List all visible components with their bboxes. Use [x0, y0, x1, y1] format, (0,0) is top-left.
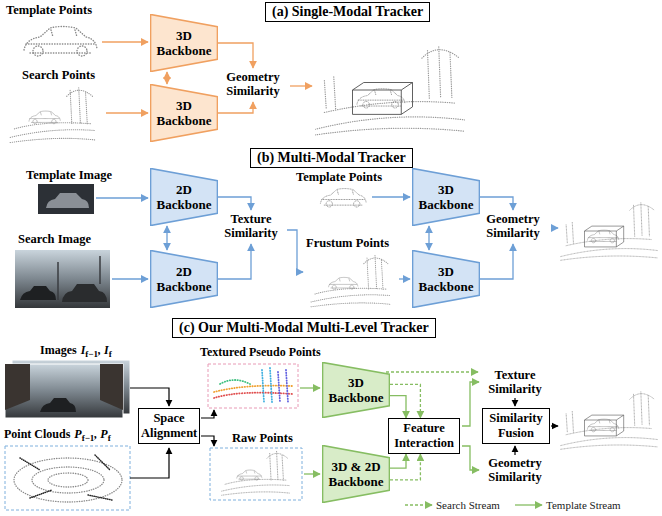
free-label: Template Points	[6, 3, 92, 17]
connector	[166, 226, 167, 250]
legend-text: Search Stream	[436, 498, 500, 512]
section-title: (a) Single-Modal Tracker	[265, 2, 430, 22]
label-text: , I	[98, 343, 109, 357]
free-label: Geometry Similarity	[218, 70, 288, 98]
subscript: f	[108, 433, 111, 443]
process-box: Feature Interaction	[388, 418, 460, 454]
backbone-label: 3D & 2D Backbone	[322, 445, 390, 503]
backbone-label: 2D Backbone	[150, 168, 218, 226]
connector	[166, 72, 167, 84]
connector	[390, 454, 406, 468]
math-label: Images If−1, If	[40, 342, 112, 362]
free-label: Search Image	[18, 232, 91, 246]
subscript: f−1	[85, 349, 98, 359]
backbone-label: 3D Backbone	[412, 168, 480, 226]
label-text: Images	[40, 343, 77, 357]
backbone-trapezoid: 2D Backbone	[150, 168, 218, 226]
node-text: (c) Our Multi-Modal Multi-Level Tracker	[179, 320, 429, 335]
section-title: (c) Our Multi-Modal Multi-Level Tracker	[172, 318, 436, 338]
node-text: (a) Single-Modal Tracker	[272, 4, 423, 19]
free-label: Raw Points	[232, 431, 293, 445]
backbone-label: 2D Backbone	[150, 250, 218, 308]
backbone-label: 3D Backbone	[322, 362, 390, 418]
node-text: 3D Backbone	[150, 28, 218, 58]
label-text: Point Clouds	[4, 427, 70, 441]
node-text: 2D Backbone	[150, 264, 218, 294]
connector	[390, 454, 420, 480]
label-text: I	[81, 343, 86, 357]
backbone-trapezoid: 3D Backbone	[150, 14, 218, 72]
node-text: 3D Backbone	[322, 375, 390, 405]
subscript: f	[109, 349, 112, 359]
free-label: Texture Similarity	[482, 368, 548, 396]
backbone-trapezoid: 3D Backbone	[150, 84, 218, 142]
label-text: , P	[94, 427, 107, 441]
free-label: Texture Similarity	[216, 212, 286, 240]
backbone-trapezoid: 2D Backbone	[150, 250, 218, 308]
free-label: Geometry Similarity	[482, 456, 548, 484]
subscript: f−1	[82, 433, 95, 443]
connector	[428, 226, 429, 250]
free-label: Geometry Similarity	[478, 212, 548, 240]
node-text: Space Alignment	[141, 411, 197, 441]
backbone-trapezoid: 3D Backbone	[322, 362, 390, 418]
backbone-trapezoid: 3D Backbone	[412, 250, 480, 308]
process-box: Similarity Fusion	[482, 408, 550, 444]
free-label: Frustum Points	[306, 236, 389, 250]
free-label: Template Points	[296, 170, 382, 184]
connector	[390, 396, 406, 418]
backbone-label: 3D Backbone	[412, 250, 480, 308]
node-text: 3D Backbone	[150, 98, 218, 128]
free-label: Search Points	[22, 68, 95, 82]
backbone-trapezoid: 3D & 2D Backbone	[322, 445, 390, 503]
math-label: Point Clouds Pf−1, Pf	[4, 426, 111, 446]
node-text: Similarity Fusion	[485, 411, 547, 441]
node-text: (b) Multi-Modal Tracker	[257, 150, 406, 165]
node-text: Feature Interaction	[391, 421, 457, 451]
section-title: (b) Multi-Modal Tracker	[250, 148, 413, 168]
node-text: 2D Backbone	[150, 182, 218, 212]
backbone-label: 3D Backbone	[150, 14, 218, 72]
legend-text: Template Stream	[546, 498, 621, 512]
legend-sample	[405, 504, 432, 505]
connector	[390, 384, 420, 418]
node-text: 3D Backbone	[412, 182, 480, 212]
node-text: 3D & 2D Backbone	[322, 459, 390, 489]
legend-sample	[515, 504, 542, 505]
node-text: 3D Backbone	[412, 264, 480, 294]
backbone-trapezoid: 3D Backbone	[412, 168, 480, 226]
label-text: P	[74, 427, 81, 441]
backbone-label: 3D Backbone	[150, 84, 218, 142]
process-box: Space Alignment	[138, 408, 200, 444]
free-label: Textured Pseudo Points	[200, 345, 321, 359]
free-label: Template Image	[26, 168, 112, 182]
